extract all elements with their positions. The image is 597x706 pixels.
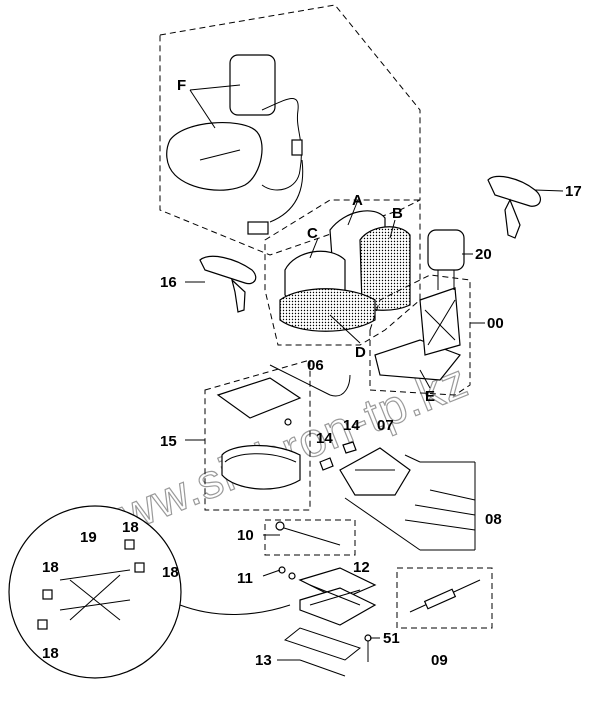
part-51-bolt — [364, 634, 372, 662]
part-13-handle — [283, 627, 362, 677]
leader-lines — [185, 84, 564, 661]
part-10-lever — [275, 521, 341, 546]
part-08-bolts — [344, 454, 476, 551]
part-07-bracket — [339, 447, 411, 496]
part-17-armrest — [487, 175, 542, 239]
part-12-suspension — [298, 567, 377, 626]
part-seat — [279, 210, 411, 332]
label-B: B — [392, 205, 403, 222]
part-11-pins — [278, 566, 296, 580]
label-F: F — [177, 77, 186, 94]
label-00: 00 — [487, 315, 504, 332]
label-08: 08 — [485, 511, 502, 528]
label-19: 19 — [80, 529, 97, 546]
label-07: 07 — [377, 417, 394, 434]
label-14b: 14 — [343, 417, 360, 434]
group-box-15 — [204, 359, 311, 511]
part-00-frame — [374, 287, 461, 381]
label-A: A — [352, 192, 363, 209]
label-E: E — [425, 388, 435, 405]
label-C: C — [307, 225, 318, 242]
label-09: 09 — [431, 652, 448, 669]
label-06: 06 — [307, 357, 324, 374]
label-18d: 18 — [42, 645, 59, 662]
detail-circle-19 — [8, 505, 291, 679]
part-14-knobs — [319, 441, 357, 471]
label-20: 20 — [475, 246, 492, 263]
label-18c: 18 — [162, 564, 179, 581]
label-17: 17 — [565, 183, 582, 200]
label-51: 51 — [383, 630, 400, 647]
label-18b: 18 — [42, 559, 59, 576]
label-10: 10 — [237, 527, 254, 544]
label-13: 13 — [255, 652, 272, 669]
group-box-F — [159, 4, 421, 256]
label-D: D — [355, 344, 366, 361]
part-20-headrest — [427, 229, 465, 290]
part-F-backrest — [166, 54, 304, 235]
label-16: 16 — [160, 274, 177, 291]
part-06-lever — [269, 364, 351, 397]
part-15-plate — [216, 377, 302, 490]
group-box-00 — [369, 274, 471, 396]
label-11: 11 — [237, 570, 253, 587]
label-14a: 14 — [316, 430, 333, 447]
label-18a: 18 — [122, 519, 139, 536]
part-16-armrest — [199, 255, 257, 313]
label-15: 15 — [160, 433, 177, 450]
group-box-10 — [264, 519, 356, 556]
part-09-damper — [409, 579, 481, 613]
group-box-09 — [396, 567, 493, 629]
group-box-seat — [264, 199, 421, 346]
label-12: 12 — [353, 559, 370, 576]
